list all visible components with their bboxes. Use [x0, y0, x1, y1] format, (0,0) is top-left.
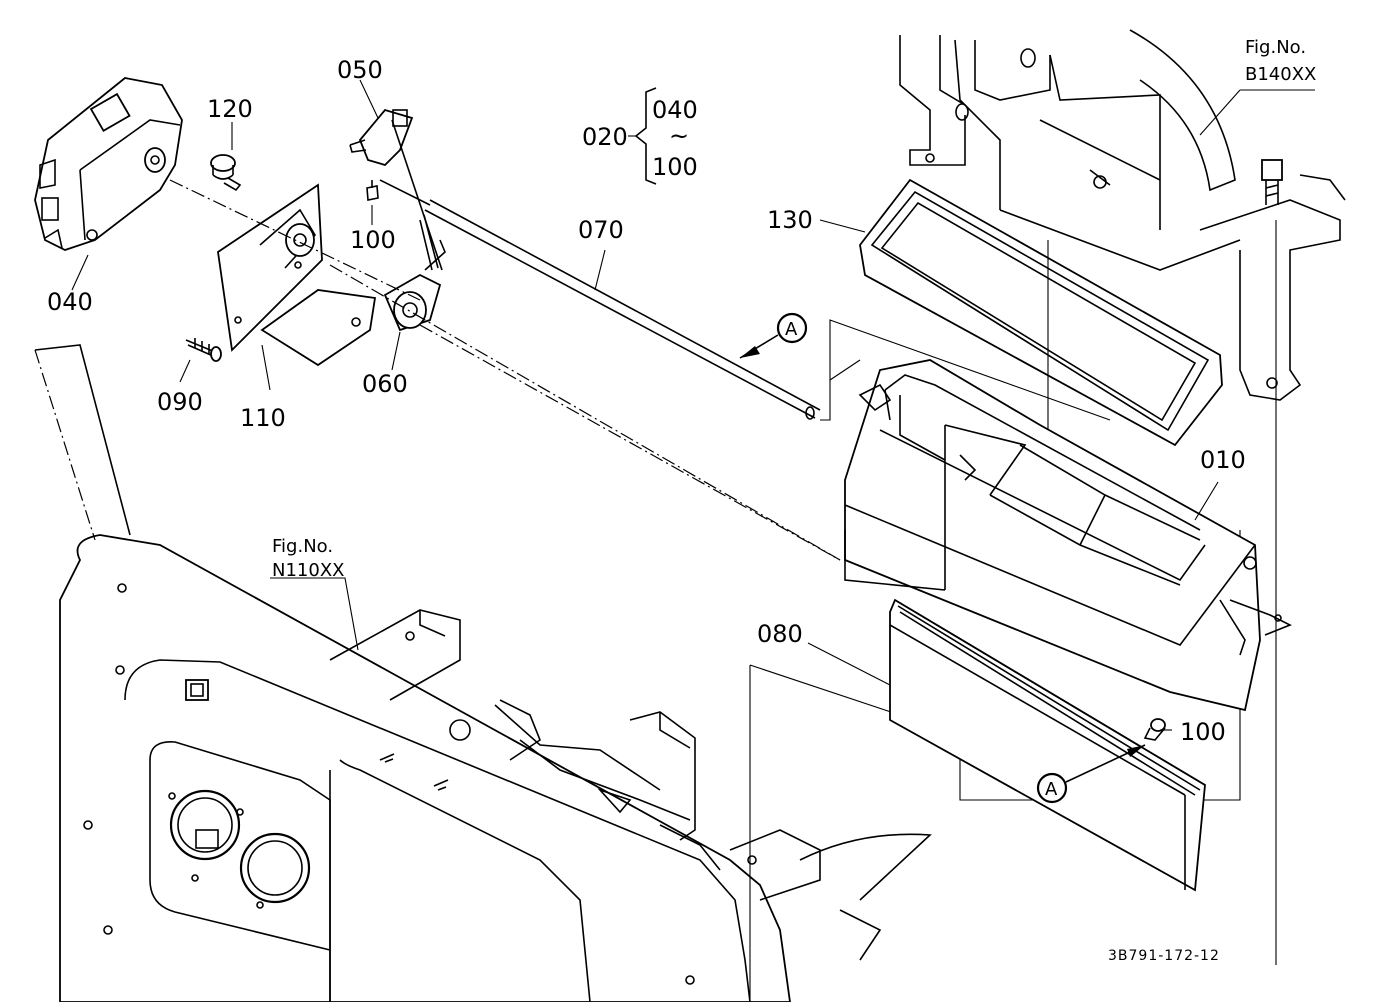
floor-bracket: [329, 609, 932, 961]
screw-090: [185, 338, 222, 362]
marker-a-top: [739, 312, 808, 359]
marker-a-bottom: [1036, 744, 1146, 804]
label-070: 070: [578, 216, 624, 244]
label-tilde: ~: [669, 122, 689, 150]
fig-ref-n-code: N110XX: [272, 560, 344, 581]
actuator-040: [34, 77, 183, 251]
label-090: 090: [157, 388, 203, 416]
case-010: [844, 359, 1292, 712]
label-080: 080: [757, 620, 803, 648]
label-100-bottom: 100: [1180, 718, 1226, 746]
rod-070: [379, 179, 821, 420]
fig-ref-n-label: Fig.No.: [272, 536, 333, 557]
marker-a-top-label: A: [785, 319, 798, 340]
label-020: 020: [582, 123, 628, 151]
upper-frame: [899, 29, 1346, 965]
cab-frame: [34, 344, 791, 1002]
label-040-actuator: 040: [47, 288, 93, 316]
drawing-id: 3B791-172-12: [1108, 948, 1220, 964]
link-060: [383, 239, 446, 332]
centerlines: [169, 179, 1241, 1002]
bolt-120: [210, 154, 242, 192]
label-040-range: 040: [652, 96, 698, 124]
filter-frame-130: [859, 178, 1223, 505]
leader-lines: [71, 79, 1315, 731]
marker-a-bottom-label: A: [1045, 779, 1058, 800]
fig-ref-b-code: B140XX: [1245, 64, 1316, 85]
bracket-110: [217, 183, 377, 367]
label-100-range: 100: [652, 153, 698, 181]
fig-ref-b-label: Fig.No.: [1245, 37, 1306, 58]
label-110: 110: [240, 404, 286, 432]
label-050: 050: [337, 56, 383, 84]
screw-100-bottom: [1143, 718, 1166, 741]
label-130: 130: [767, 206, 813, 234]
label-120: 120: [207, 95, 253, 123]
lever-050: [349, 108, 443, 271]
label-100-top: 100: [350, 226, 396, 254]
label-010: 010: [1200, 446, 1246, 474]
label-060: 060: [362, 370, 408, 398]
filter-080: [889, 598, 1206, 892]
screw-100-top: [366, 180, 379, 201]
